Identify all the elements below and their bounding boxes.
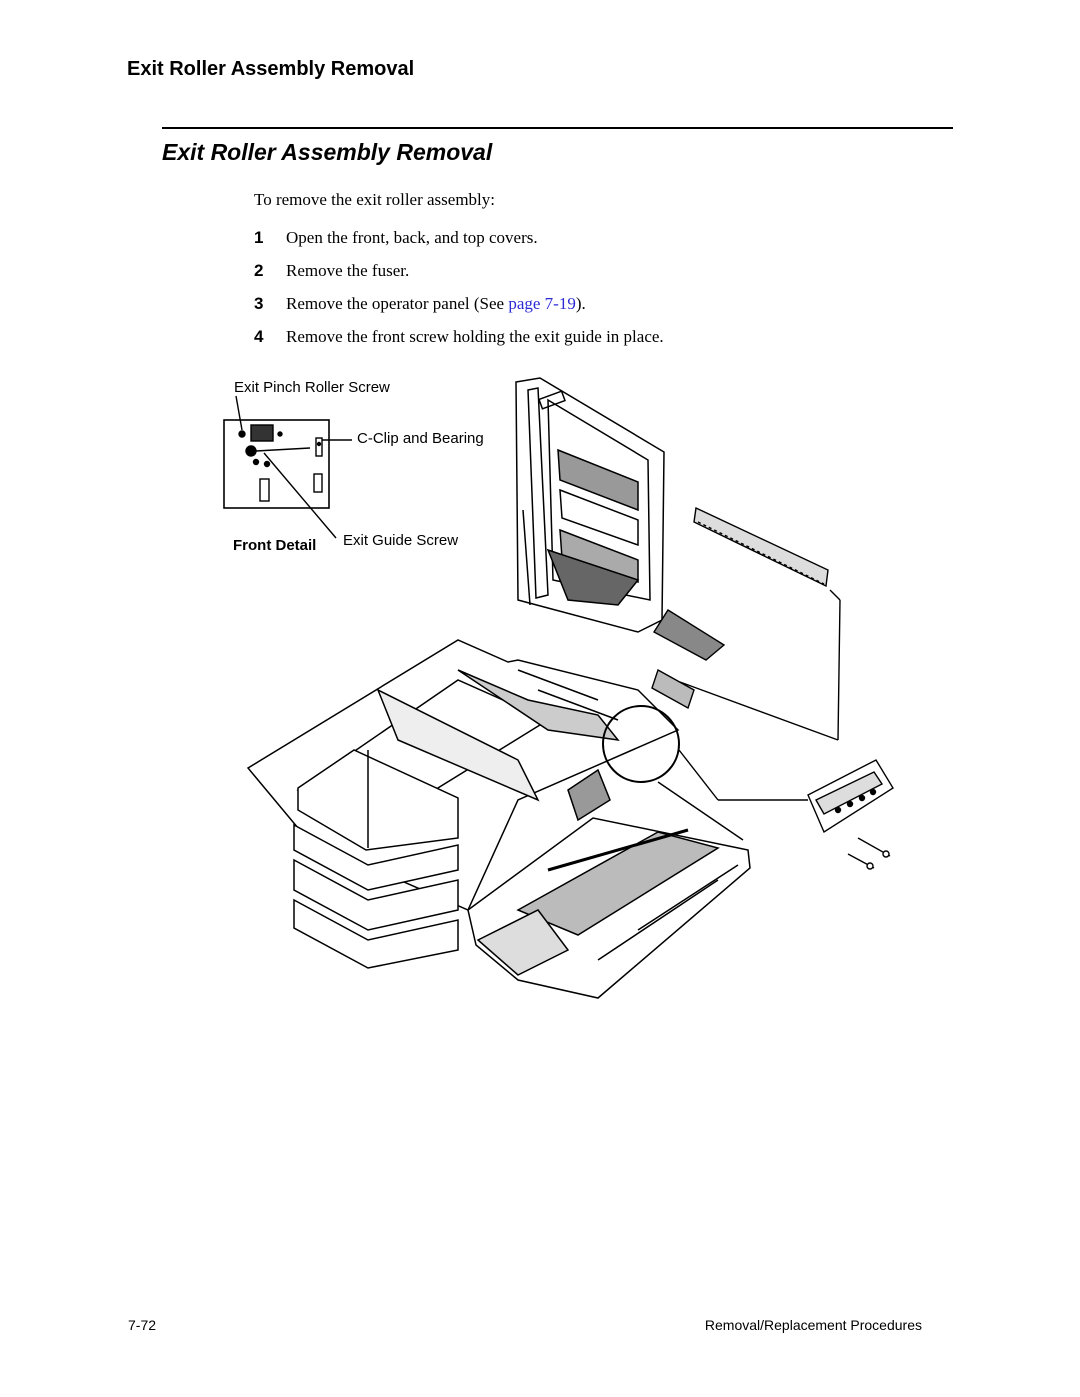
page-number: 7-72 <box>128 1317 157 1333</box>
label-exit-guide-screw: Exit Guide Screw <box>343 532 459 549</box>
step-number: 1 <box>254 228 264 247</box>
section-rule <box>162 127 953 129</box>
paper-trays <box>293 749 459 969</box>
label-c-clip-bearing: C-Clip and Bearing <box>357 430 484 447</box>
step-text: Open the front, back, and top covers. <box>286 228 538 247</box>
step-text: Remove the front screw holding the exit … <box>286 327 664 346</box>
page-link[interactable]: page 7-19 <box>508 294 576 313</box>
step-text: Remove the fuser. <box>286 261 410 280</box>
exit-guide-bar <box>679 506 841 741</box>
step-list: 1 Open the front, back, and top covers. … <box>254 228 664 360</box>
footer-section: Removal/Replacement Procedures <box>704 1317 922 1333</box>
step-item: 4 Remove the front screw holding the exi… <box>254 327 664 360</box>
step-text-after: ). <box>575 294 586 313</box>
step-item: 1 Open the front, back, and top covers. <box>254 228 664 261</box>
running-head: Exit Roller Assembly Removal <box>127 58 415 80</box>
front-output-tray <box>467 817 751 999</box>
top-cover <box>515 377 665 633</box>
printer-figure: Exit Pinch Roller Screw C-Clip and Beari… <box>218 370 898 1010</box>
step-item: 2 Remove the fuser. <box>254 261 664 294</box>
operator-panel-part <box>807 759 894 870</box>
step-text: Remove the operator panel (See page 7-19… <box>286 294 586 314</box>
step-number: 3 <box>254 294 264 313</box>
label-front-detail: Front Detail <box>233 537 317 554</box>
paper-ramp <box>651 609 726 710</box>
step-item: 3 Remove the operator panel (See page 7-… <box>254 294 664 327</box>
section-title: Exit Roller Assembly Removal <box>162 139 493 165</box>
printer-exploded-illustration <box>223 377 894 999</box>
step-number: 2 <box>254 261 264 280</box>
step-number: 4 <box>254 327 264 346</box>
detail-callout <box>602 705 808 841</box>
step-text-before: Remove the operator panel (See <box>286 294 509 313</box>
front-detail-inset <box>223 395 352 539</box>
label-exit-pinch-roller-screw: Exit Pinch Roller Screw <box>234 379 390 396</box>
intro-text: To remove the exit roller assembly: <box>254 190 495 209</box>
